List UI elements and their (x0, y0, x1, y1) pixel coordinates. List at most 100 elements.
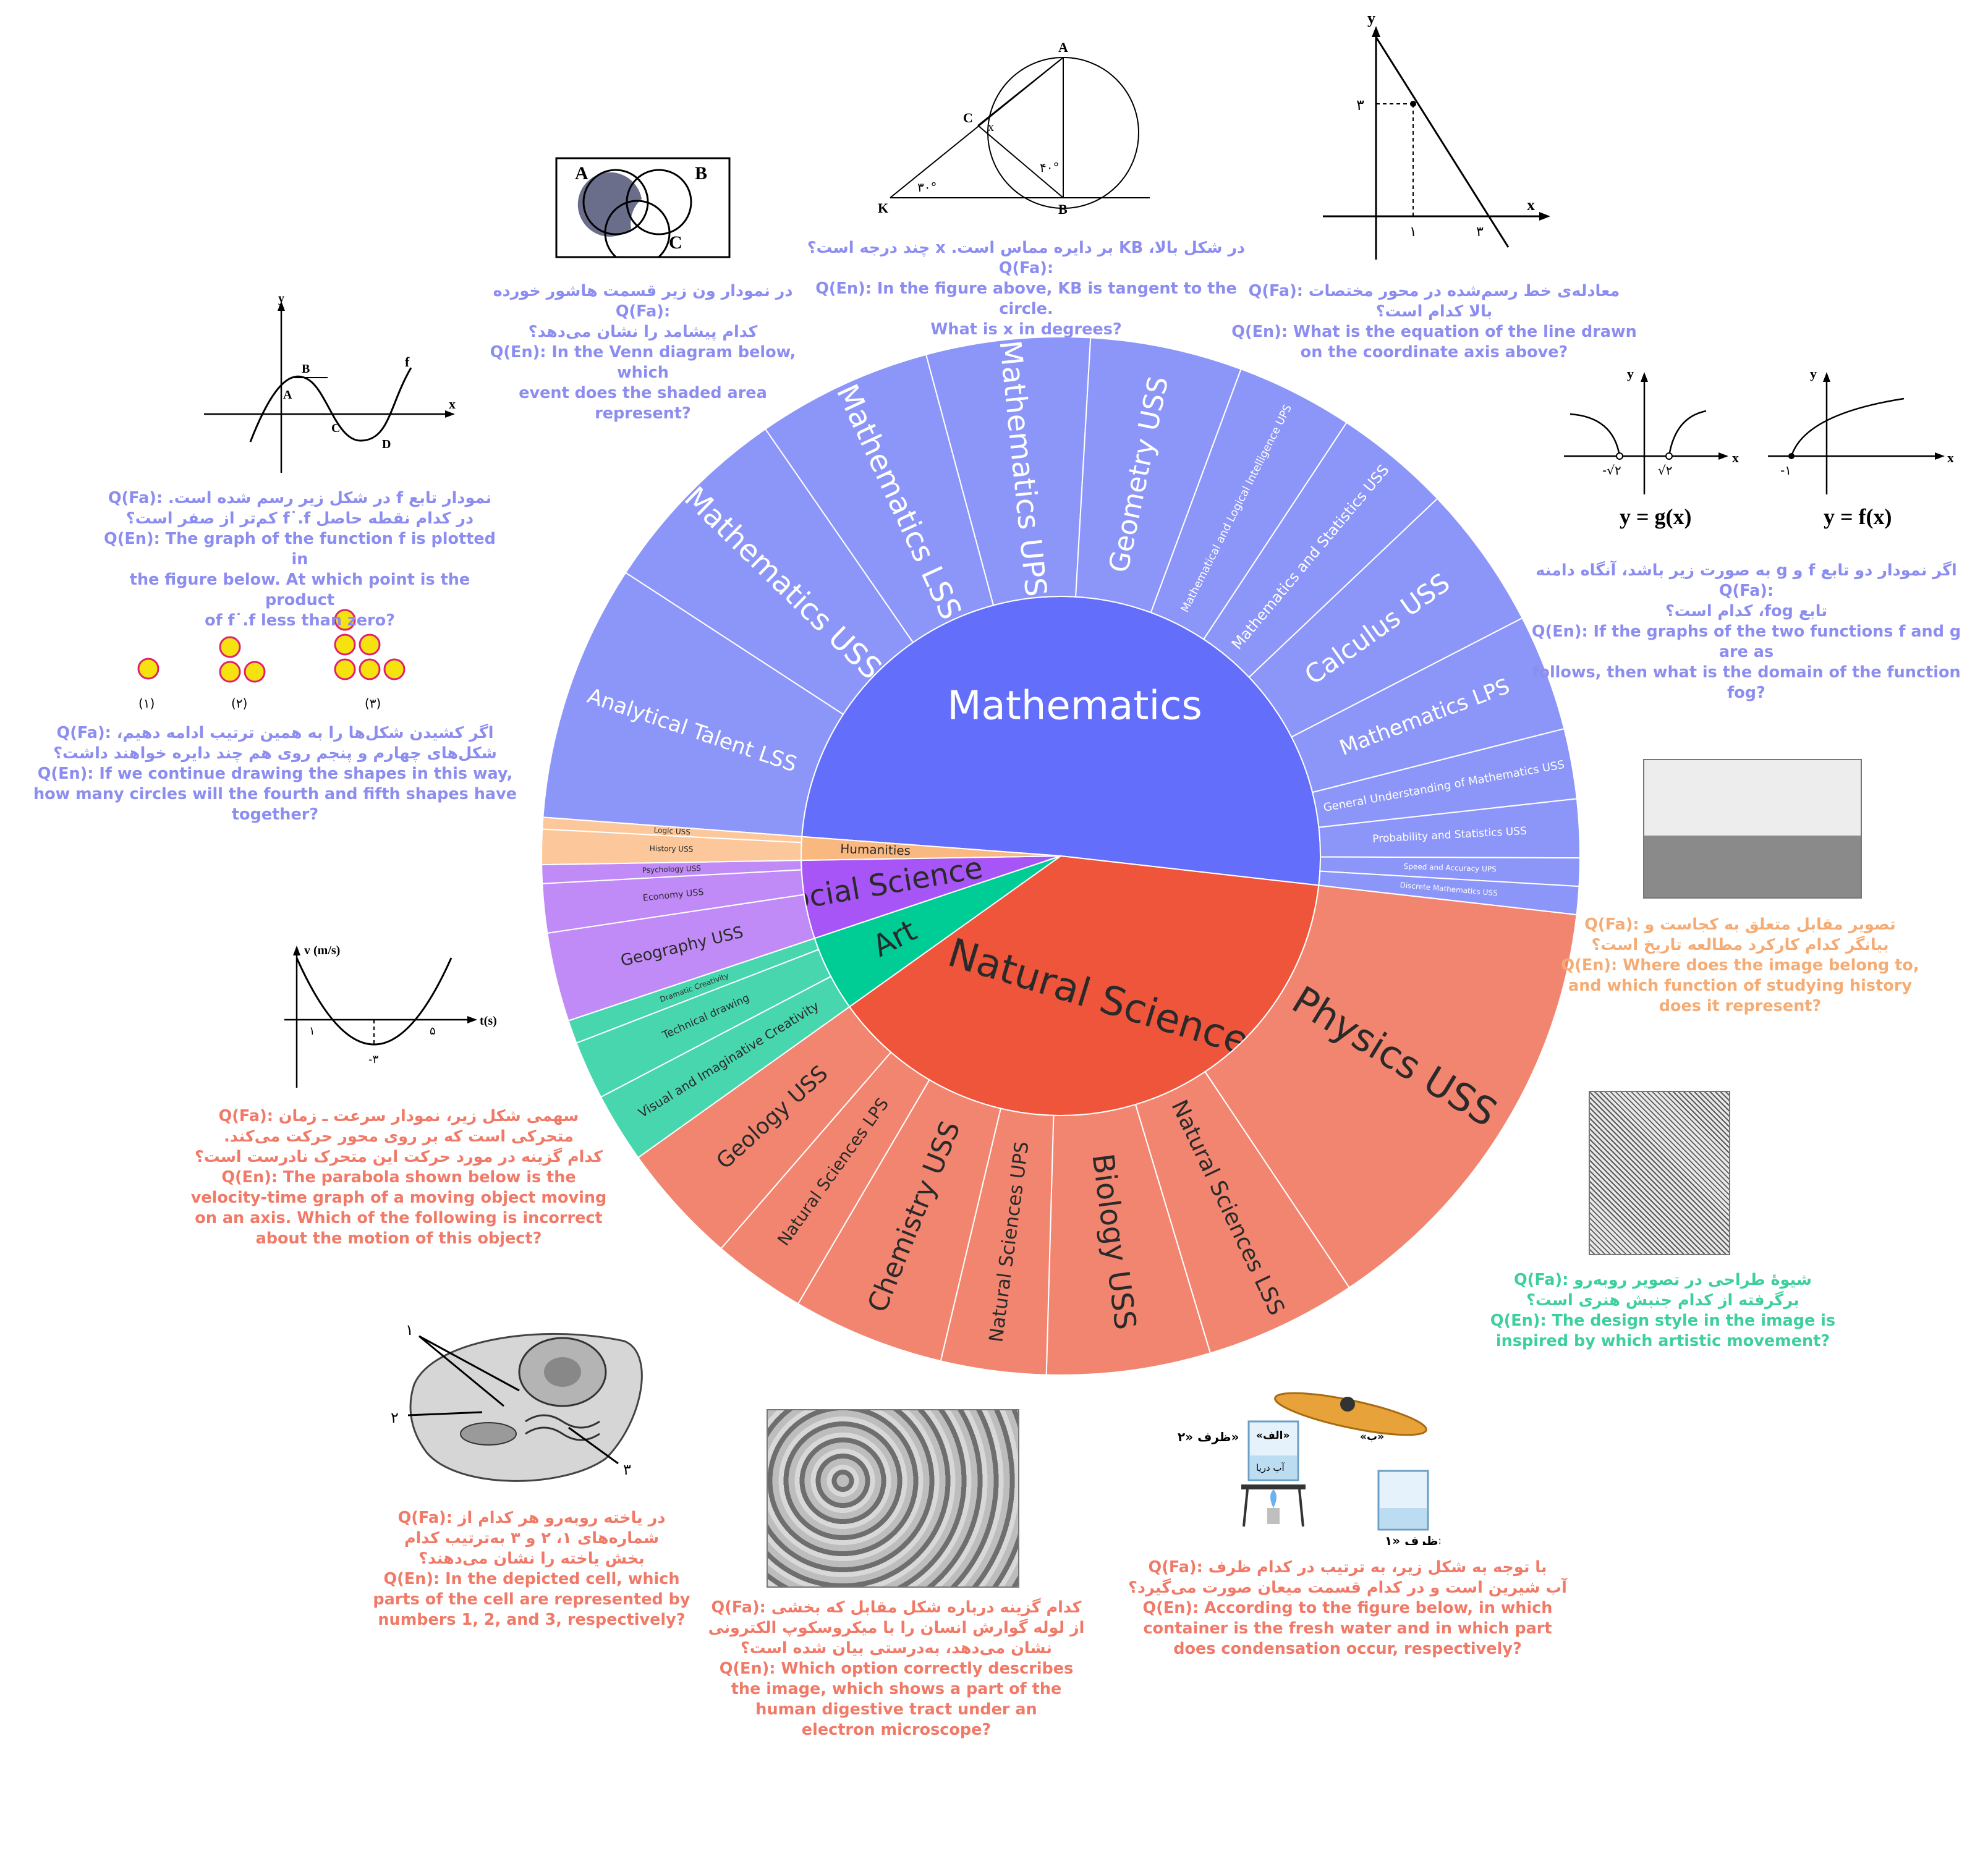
circle-angle-40: ۴۰° (1040, 160, 1059, 175)
cell-label-1: ۱ (406, 1321, 414, 1339)
water-label-alef: «الف» (1256, 1429, 1289, 1442)
sunburst-segment-label-history-uss: History USS (650, 844, 694, 853)
sunburst-segment-logic-uss[interactable] (542, 816, 803, 844)
cell-figure: ۱ ۲ ۳ (391, 1321, 643, 1482)
caption-cell-fa: در یاخته روبه‌رو هر کدام از :Q(Fa) شماره… (397, 1509, 666, 1568)
sunburst-segment-physics-uss[interactable] (1204, 884, 1578, 1289)
velocity-tick-1: ۱ (309, 1025, 315, 1038)
fog-graphs-figure: y x -√۲ √۲ y = g(x) y x -۱ y = f(x) (1564, 366, 1953, 529)
caption-circle: در شکل بالا، KB بر دایره مماس است. x چند… (791, 238, 1261, 340)
sunburst-segment-label-speed-and-accuracy-ups: Speed and Accuracy UPS (1403, 862, 1496, 874)
caption-art-fa: شیوهٔ طراحی در تصویر روبه‌رو :Q(Fa) برگر… (1513, 1271, 1812, 1310)
velocity-tick-5: ۵ (430, 1025, 436, 1038)
pattern-label-1: (۱) (138, 696, 155, 711)
g-tick-neg: -√۲ (1602, 463, 1621, 478)
f-title: y = f(x) (1824, 504, 1892, 529)
water-label-vessel1: ظرف «۱» (1385, 1533, 1440, 1545)
caption-micro-en: Q(En): Which option correctly describes … (719, 1659, 1074, 1739)
cell-label-2: ۲ (391, 1409, 399, 1426)
g-axis-y: y (1627, 366, 1634, 381)
sunburst-segment-analytical-talent-lss[interactable] (542, 572, 844, 837)
venn-label-c: C (669, 232, 682, 253)
water-label-vessel2: ظرف «۲» (1178, 1429, 1239, 1444)
venn-label-a: A (575, 163, 588, 184)
sunburst-segment-label-psychology-uss: Psychology USS (642, 864, 702, 874)
g-axis-x: x (1732, 450, 1739, 465)
f-tick-neg: -۱ (1780, 463, 1791, 478)
water-label-be: «ب» (1360, 1431, 1384, 1443)
circle-label-x: x (988, 121, 994, 134)
caption-line-fa: معادله‌ی خط رسم‌شده در محور مختصات :Q(Fa… (1248, 282, 1620, 321)
func-point-a: A (283, 388, 292, 402)
microscope-photo (767, 1409, 1019, 1588)
caption-circles-fa: اگر کشیدن شکل‌ها را به همین ترتیب ادامه … (53, 724, 497, 763)
caption-micro-fa: کدام گزینه درباره شکل مقابل که بخشی :Q(F… (708, 1598, 1085, 1658)
caption-velocity-en: Q(En): The parabola shown below is the v… (190, 1168, 607, 1248)
pattern-label-3: (۳) (365, 696, 381, 711)
caption-fog: اگر نمودار دو تابع f و g به صورت زیر باش… (1518, 561, 1975, 703)
g-title: y = g(x) (1620, 504, 1692, 529)
circle-pattern-figure: (۱) (۲) (۳) (137, 609, 406, 711)
caption-func: نمودار تابع f در شکل زیر رسم شده است. :Q… (99, 488, 501, 631)
caption-line: معادله‌ی خط رسم‌شده در محور مختصات :Q(Fa… (1230, 281, 1638, 363)
velocity-graph-figure: v (m/s) t(s) ۱ ۵ -۳ (284, 944, 497, 1088)
caption-velocity: سهمی شکل زیر، نمودار سرعت ـ زمان :Q(Fa) … (185, 1106, 612, 1249)
circle-label-a: A (1058, 40, 1068, 55)
sunburst-category-label-humanities: Humanities (840, 841, 911, 858)
line-tick-x3: ۳ (1476, 224, 1484, 240)
art-sketch-image (1589, 1091, 1730, 1255)
f-axis-x: x (1947, 450, 1953, 465)
caption-art-en: Q(En): The design style in the image is … (1490, 1311, 1836, 1350)
caption-micro: کدام گزینه درباره شکل مقابل که بخشی :Q(F… (699, 1598, 1094, 1740)
caption-circle-fa: در شکل بالا، KB بر دایره مماس است. x چند… (807, 239, 1246, 277)
venn-label-b: B (695, 163, 707, 184)
caption-velocity-fa: سهمی شکل زیر، نمودار سرعت ـ زمان :Q(Fa) … (195, 1107, 603, 1166)
caption-fog-fa: اگر نمودار دو تابع f و g به صورت زیر باش… (1536, 561, 1957, 620)
caption-circles: اگر کشیدن شکل‌ها را به همین ترتیب ادامه … (6, 723, 544, 825)
sunburst-category-label-mathematics: Mathematics (947, 684, 1202, 729)
line-axis-y: y (1367, 12, 1375, 27)
caption-venn-en: Q(En): In the Venn diagram below, which … (490, 343, 796, 423)
circle-label-k: K (878, 200, 888, 216)
pattern-label-2: (۲) (231, 696, 247, 711)
func-point-d: D (382, 438, 391, 451)
f-axis-y: y (1810, 366, 1817, 381)
caption-circle-en: Q(En): In the figure above, KB is tangen… (815, 279, 1237, 339)
caption-func-fa: نمودار تابع f در شکل زیر رسم شده است. :Q… (108, 489, 492, 528)
velocity-axis-v: v (m/s) (304, 944, 340, 957)
caption-venn: در نمودار ون زیر قسمت هاشور خورده :Q(Fa)… (470, 281, 816, 424)
caption-cell-en: Q(En): In the depicted cell, which parts… (373, 1570, 690, 1629)
velocity-tick-min: -۳ (368, 1053, 378, 1066)
caption-circles-en: Q(En): If we continue drawing the shapes… (33, 764, 517, 824)
line-graph-figure: y x ۳ ۱ ۳ (1323, 12, 1550, 260)
water-label-seawater: آب دریا (1256, 1462, 1285, 1473)
cell-label-3: ۳ (623, 1461, 631, 1478)
velocity-axis-t: t(s) (480, 1014, 497, 1028)
water-experiment-figure: ظرف «۲» «الف» آب دریا «ب» ظرف «۱» (1178, 1392, 1440, 1545)
caption-func-en: Q(En): The graph of the function f is pl… (104, 530, 496, 630)
caption-water-en: Q(En): According to the figure below, in… (1142, 1599, 1553, 1658)
venn-diagram-figure: A B C (555, 157, 731, 258)
persepolis-photo (1643, 759, 1862, 899)
line-axis-x: x (1527, 196, 1535, 214)
caption-history-fa: تصویر مقابل متعلق به کجاست و :Q(Fa) بیان… (1584, 915, 1896, 954)
func-point-b: B (302, 362, 310, 376)
circle-label-c: C (963, 110, 973, 125)
circle-label-b: B (1058, 201, 1068, 217)
func-axis-y: y (278, 294, 284, 305)
caption-line-en: Q(En): What is the equation of the line … (1231, 323, 1637, 362)
line-tick-y3: ۳ (1356, 96, 1364, 114)
g-tick-pos: √۲ (1658, 463, 1673, 478)
circle-angle-30: ۳۰° (917, 180, 937, 195)
caption-history-en: Q(En): Where does the image belong to, a… (1561, 956, 1919, 1015)
func-point-c: C (331, 421, 340, 435)
caption-art: شیوهٔ طراحی در تصویر روبه‌رو :Q(Fa) برگر… (1471, 1270, 1854, 1352)
caption-water-fa: با توجه به شکل زیر، به ترتیب در کدام ظرف… (1128, 1558, 1567, 1597)
caption-fog-en: Q(En): If the graphs of the two function… (1531, 622, 1961, 702)
caption-venn-fa: در نمودار ون زیر قسمت هاشور خورده :Q(Fa)… (493, 282, 793, 341)
caption-history: تصویر مقابل متعلق به کجاست و :Q(Fa) بیان… (1558, 915, 1922, 1017)
caption-water: با توجه به شکل زیر، به ترتیب در کدام ظرف… (1125, 1557, 1570, 1659)
func-label-f: f (405, 354, 410, 370)
